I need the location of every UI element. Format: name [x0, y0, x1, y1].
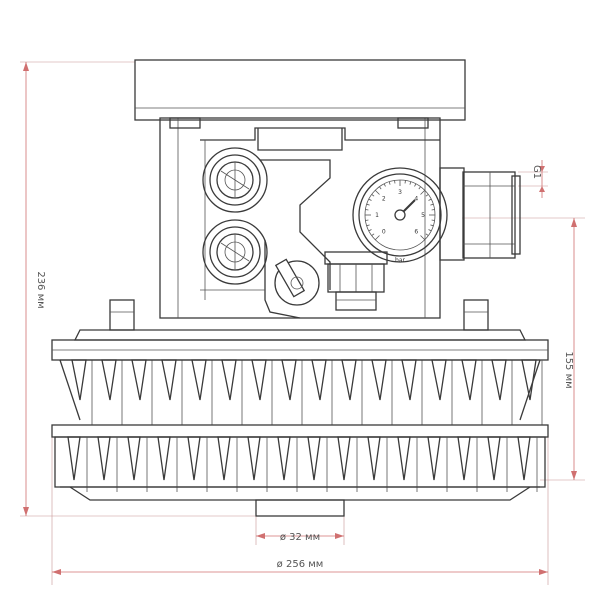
- dimension-height-flange: 155 мм: [563, 218, 577, 480]
- fin: [367, 436, 381, 481]
- fin: [187, 436, 201, 481]
- fin: [397, 436, 411, 481]
- gauge-tick: [430, 224, 434, 227]
- gauge-scale-label: 5: [421, 212, 425, 219]
- gauge-tick: [428, 198, 432, 201]
- fin: [341, 359, 357, 401]
- pressure-switch-lower: [202, 219, 268, 285]
- fin: [487, 436, 501, 481]
- dimension-height-total: 236 мм: [23, 62, 46, 516]
- dimension-outlet-diameter: ø 32 мм: [256, 532, 344, 543]
- gauge-scale-labels: 0 1 2 3 4 5 6: [375, 189, 425, 235]
- gauge-scale-ticks: [365, 180, 435, 241]
- fin: [371, 359, 387, 401]
- base-diameter-label: ø 256 мм: [277, 559, 324, 570]
- gauge-tick: [374, 189, 380, 195]
- fin: [517, 436, 531, 481]
- gauge-scale-label: 6: [414, 228, 418, 235]
- gauge-scale-label: 3: [398, 189, 402, 196]
- fin: [311, 359, 327, 401]
- gauge-tick: [379, 186, 382, 190]
- base-bolt-left: [109, 299, 135, 331]
- gauge-scale-label: 1: [375, 212, 379, 219]
- dimension-thread: G1: [531, 160, 545, 198]
- fin: [491, 359, 507, 401]
- extension-lines: [20, 61, 585, 585]
- outlet-diameter-label: ø 32 мм: [280, 532, 320, 543]
- gauge-tick: [366, 224, 370, 227]
- filter-basket: [51, 424, 549, 517]
- fin: [97, 436, 111, 481]
- base-bolt-right: [463, 299, 489, 331]
- gauge-scale-label: 0: [382, 228, 386, 235]
- gauge-tick: [420, 235, 426, 241]
- base-flange: [51, 329, 549, 425]
- fin: [217, 436, 231, 481]
- gauge-unit: bar: [395, 257, 405, 264]
- height-total-label: 236 мм: [35, 271, 46, 308]
- gauge-tick: [383, 183, 386, 187]
- gauge-tick: [371, 233, 375, 236]
- gauge-tick: [430, 203, 434, 206]
- dimension-base-diameter: ø 256 мм: [52, 559, 548, 575]
- fin: [307, 436, 321, 481]
- vent-valve: [274, 258, 320, 306]
- fin: [191, 359, 207, 401]
- fin: [251, 359, 267, 401]
- thread-label: G1: [531, 165, 542, 179]
- motor-cover: [134, 59, 466, 121]
- gauge-tick: [368, 198, 372, 201]
- gauge-tick: [414, 183, 417, 187]
- fin: [71, 359, 87, 401]
- gauge-tick: [368, 229, 372, 232]
- fin: [157, 436, 171, 481]
- gauge-scale-label: 4: [414, 196, 418, 203]
- fin: [461, 359, 477, 401]
- gauge-tick: [425, 194, 429, 197]
- gauge-tick: [366, 203, 370, 206]
- gauge-tick: [418, 186, 421, 190]
- gauge-tick: [409, 181, 412, 185]
- gauge-tick: [388, 181, 391, 185]
- gauge-tick: [371, 194, 375, 197]
- fin: [427, 436, 441, 481]
- fin: [127, 436, 141, 481]
- fin: [67, 436, 81, 481]
- gauge-tick: [420, 189, 426, 195]
- fin: [131, 359, 147, 401]
- pressure-gauge: 0 1 2 3 4 5 6 bar: [352, 167, 521, 264]
- fin: [431, 359, 447, 401]
- gauge-tick: [428, 229, 432, 232]
- fin: [161, 359, 177, 401]
- upper-fins: [71, 359, 543, 425]
- fin: [247, 436, 261, 481]
- fin: [401, 359, 417, 401]
- fin: [101, 359, 117, 401]
- gauge-tick: [374, 235, 380, 241]
- cable-gland: [324, 251, 388, 311]
- height-flange-label: 155 мм: [563, 351, 574, 388]
- gauge-scale-label: 2: [382, 196, 386, 203]
- fin: [277, 436, 291, 481]
- fin: [337, 436, 351, 481]
- gauge-tick: [425, 233, 429, 236]
- pump-body: [159, 117, 441, 319]
- fin: [221, 359, 237, 401]
- lower-fins: [67, 436, 538, 492]
- pressure-switch-upper: [202, 147, 268, 213]
- fin: [281, 359, 297, 401]
- fin: [457, 436, 471, 481]
